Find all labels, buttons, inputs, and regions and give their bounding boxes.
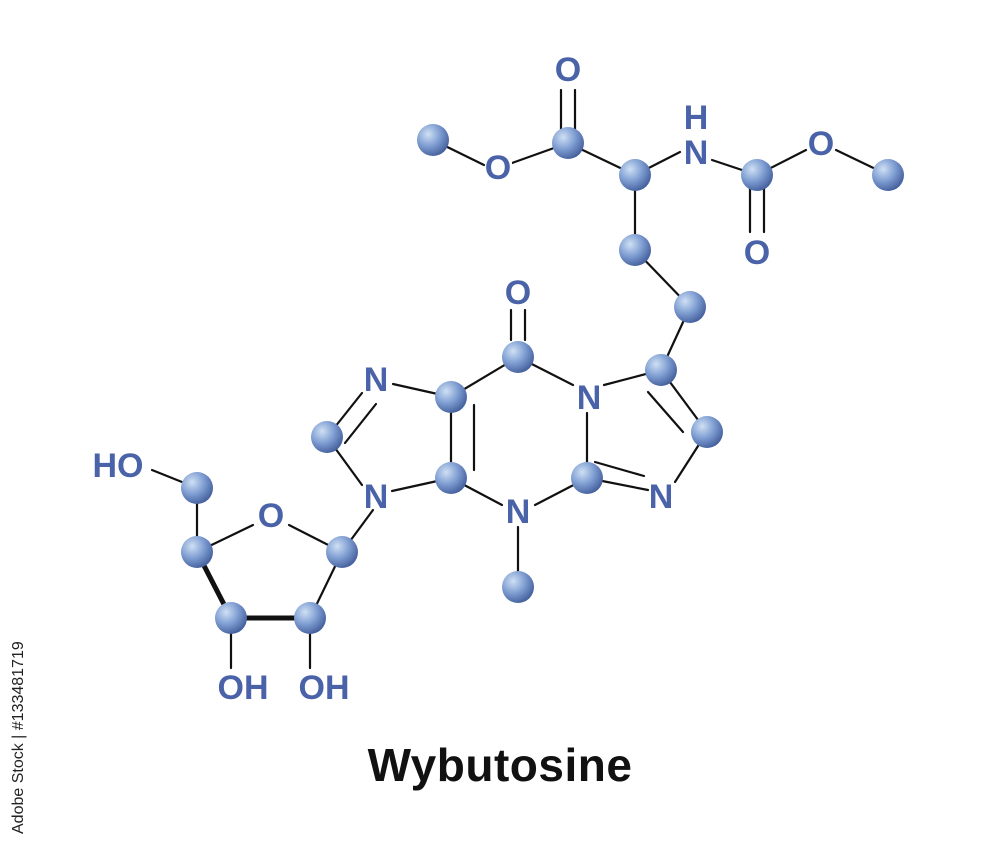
atom-label-n: N: [364, 478, 389, 516]
atom-label-o: O: [485, 149, 511, 187]
carbon-atom: [435, 462, 467, 494]
carbon-atom: [872, 159, 904, 191]
atom-label-n: N: [364, 361, 389, 399]
bond: [593, 460, 646, 478]
atom-label-ho: HO: [93, 447, 144, 485]
atom-label-o: O: [744, 234, 770, 272]
carbon-atom: [435, 381, 467, 413]
carbon-atom: [326, 536, 358, 568]
stock-credit: Adobe Stock | #133481719: [8, 620, 32, 835]
atom-label-n: N: [684, 134, 709, 172]
carbon-atom: [645, 354, 677, 386]
stock-credit-text: Adobe Stock | #133481719: [10, 641, 27, 834]
atom-label-n: N: [506, 493, 531, 531]
carbon-atom: [181, 536, 213, 568]
carbon-atom: [619, 159, 651, 191]
atom-label-o: O: [258, 497, 284, 535]
carbon-atoms: [181, 124, 904, 634]
ribose-front-bonds: [194, 549, 313, 621]
bond: [343, 402, 378, 445]
atom-label-o: O: [505, 274, 531, 312]
carbon-atom: [311, 421, 343, 453]
carbon-atom: [691, 416, 723, 448]
carbon-atom: [619, 234, 651, 266]
carbon-atom: [181, 472, 213, 504]
carbon-atom: [502, 571, 534, 603]
atom-label-n: N: [649, 478, 674, 516]
atom-label-o: O: [808, 125, 834, 163]
carbon-atom: [417, 124, 449, 156]
carbon-atom: [741, 159, 773, 191]
atom-label-oh: OH: [218, 669, 269, 707]
bond: [646, 390, 685, 434]
carbon-atom: [552, 127, 584, 159]
carbon-atom: [502, 341, 534, 373]
carbon-atom: [294, 602, 326, 634]
atom-label-oh: OH: [299, 669, 350, 707]
carbon-atom: [571, 462, 603, 494]
molecule-title: Wybutosine: [367, 739, 633, 791]
atom-labels: O O H N O O O N N N N N HO O OH OH: [93, 51, 835, 707]
carbon-atom: [674, 291, 706, 323]
atom-label-h: H: [684, 99, 709, 137]
carbon-atom: [215, 602, 247, 634]
atom-label-n: N: [577, 379, 602, 417]
atom-label-o: O: [555, 51, 581, 89]
